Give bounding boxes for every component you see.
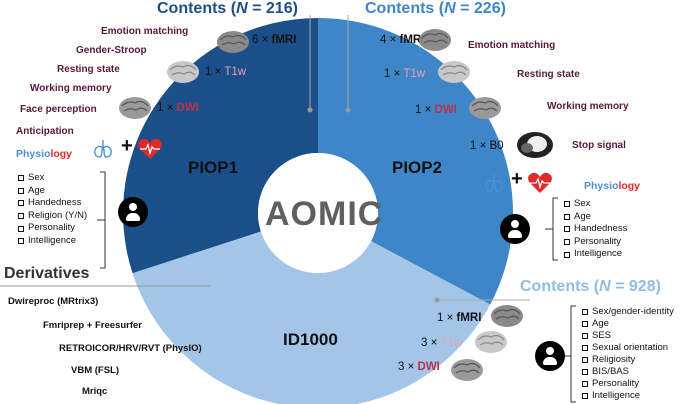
list-item: BIS/BAS <box>582 366 674 378</box>
header-piop2: Contents (N = 226) <box>365 0 506 17</box>
bracket-piop2 <box>552 197 558 261</box>
piop1-fmri: 6 × fMRI <box>252 34 297 46</box>
piop2-task-1: Resting state <box>517 69 580 80</box>
lungs-icon <box>485 174 503 192</box>
derivative-item: Fmriprep + Freesurfer <box>43 320 142 331</box>
piop2-physiology: Physiology <box>584 180 641 192</box>
person-icon <box>500 214 530 244</box>
list-item: Personality <box>18 222 87 235</box>
id1000-fmri: 1 × fMRI <box>437 312 482 324</box>
bracket-id1000 <box>570 305 576 403</box>
piop1-physiology: Physiology <box>16 148 73 160</box>
piop2-task-3: Stop signal <box>572 140 626 151</box>
list-item: Sexual orientation <box>582 342 674 354</box>
brain-icon <box>119 97 151 119</box>
piop2-task-0: Emotion matching <box>468 40 556 51</box>
header-id1000: Contents (N = 928) <box>520 278 661 295</box>
list-item: Age <box>18 185 87 198</box>
piop2-demographics: Sex Age Handedness Personality Intellige… <box>564 198 627 261</box>
piop1-task-4: Face perception <box>20 104 97 115</box>
brain-icon <box>469 97 501 119</box>
segment-piop1 <box>122 18 319 274</box>
list-item: Intelligence <box>582 390 674 402</box>
person-icon <box>118 197 148 227</box>
header-piop1: Contents (N = 216) <box>157 0 298 17</box>
list-item: Age <box>582 318 674 330</box>
derivative-item: Mriqc <box>82 386 108 397</box>
segment-id1000 <box>132 231 491 404</box>
list-item: Handedness <box>18 197 87 210</box>
piop1-task-1: Gender-Stroop <box>76 45 147 56</box>
list-item: Personality <box>582 378 674 390</box>
piop2-fmri: 4 × fMRI <box>380 34 425 46</box>
heart-icon <box>528 172 552 193</box>
brain-icon <box>217 31 249 53</box>
label-piop2: PIOP2 <box>392 158 443 177</box>
brain-icon <box>491 305 523 327</box>
derivative-item: RETROICOR/HRV/RVT (PhysIO) <box>59 343 202 354</box>
id1000-t1w: 3 × T1w <box>421 337 463 349</box>
piop1-task-2: Resting state <box>57 64 120 75</box>
list-item: Handedness <box>564 223 627 236</box>
label-id1000: ID1000 <box>283 330 338 349</box>
list-item: Sex/gender-identity <box>582 306 674 318</box>
center-label: AOMIC <box>265 195 384 233</box>
heart-icon <box>138 138 162 159</box>
piop2-task-2: Working memory <box>547 101 629 112</box>
list-item: Intelligence <box>564 248 627 261</box>
derivatives-title: Derivatives <box>4 265 90 282</box>
id1000-dwi: 3 × DWI <box>398 361 440 373</box>
piop2-b0: 1 × B0 <box>470 140 504 152</box>
list-item: Intelligence <box>18 235 87 248</box>
lungs-icon <box>94 140 112 158</box>
id1000-demographics: Sex/gender-identity Age SES Sexual orien… <box>582 306 674 402</box>
brain-icon <box>475 331 507 353</box>
brain-icon <box>419 29 451 51</box>
piop1-t1w: 1 × T1w <box>205 66 247 78</box>
list-item: Age <box>564 211 627 224</box>
list-item: Religiosity <box>582 354 674 366</box>
piop1-demographics: Sex Age Handedness Religion (Y/N) Person… <box>18 172 87 248</box>
list-item: SES <box>582 330 674 342</box>
list-item: Personality <box>564 236 627 249</box>
person-icon <box>535 341 565 371</box>
piop2-t1w: 1 × T1w <box>384 68 426 80</box>
brain-icon <box>451 359 483 381</box>
piop1-task-5: Anticipation <box>16 126 74 137</box>
derivative-item: Dwireproc (MRtrix3) <box>8 296 99 307</box>
plus-sign: + <box>121 135 133 157</box>
b0-scan-icon <box>517 132 553 158</box>
segment-piop2 <box>318 18 514 305</box>
piop2-dwi: 1 × DWI <box>415 104 457 116</box>
piop1-dwi: 1 × DWI <box>157 102 199 114</box>
list-item: Religion (Y/N) <box>18 210 87 223</box>
derivative-item: VBM (FSL) <box>71 365 120 376</box>
plus-sign: + <box>511 168 523 190</box>
piop1-task-0: Emotion matching <box>101 26 189 37</box>
piop1-task-3: Working memory <box>30 83 112 94</box>
list-item: Sex <box>18 172 87 185</box>
list-item: Sex <box>564 198 627 211</box>
label-piop1: PIOP1 <box>188 158 239 177</box>
brain-icon <box>167 61 199 83</box>
brain-icon <box>438 61 470 83</box>
